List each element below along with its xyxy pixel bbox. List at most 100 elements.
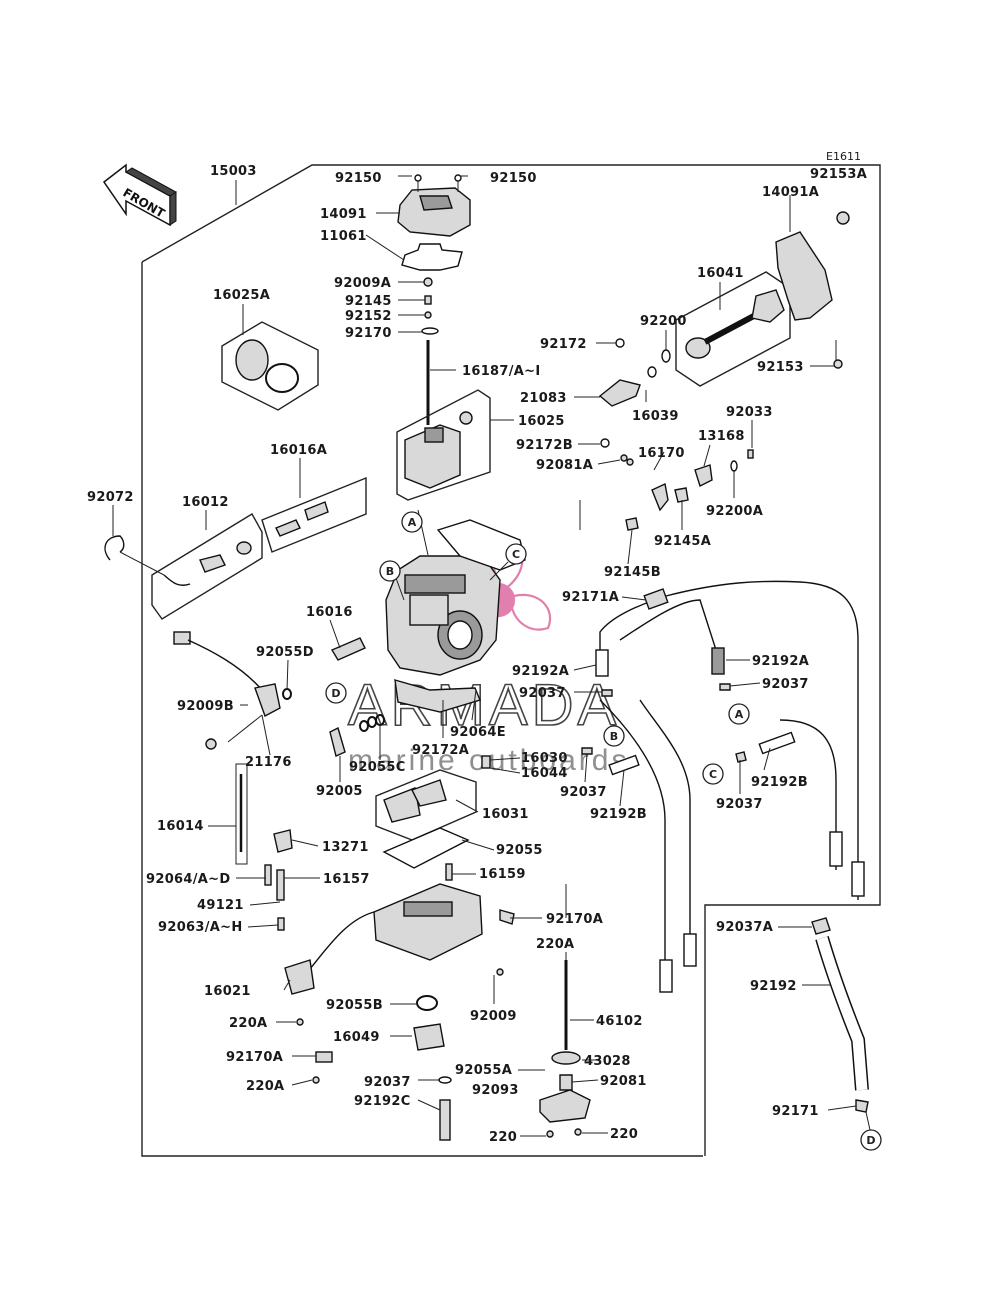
part-label: 92200 bbox=[640, 314, 687, 329]
part-label: 46102 bbox=[596, 1014, 643, 1029]
part-label: 92081 bbox=[600, 1074, 647, 1089]
part-label: 92055D bbox=[256, 645, 314, 660]
part-label: 92064/A~D bbox=[146, 872, 230, 887]
part-label: 92172 bbox=[540, 337, 587, 352]
part-label: 92005 bbox=[316, 784, 363, 799]
part-label: 92055 bbox=[496, 843, 543, 858]
part-label: 92009 bbox=[470, 1009, 517, 1024]
part-label: 13168 bbox=[698, 429, 745, 444]
part-label: 92153 bbox=[757, 360, 804, 375]
part-label: 43028 bbox=[584, 1054, 631, 1069]
svg-text:A: A bbox=[735, 708, 744, 721]
part-label: 92150 bbox=[490, 171, 537, 186]
part-label: 92171 bbox=[772, 1104, 819, 1119]
part-label: 92170 bbox=[345, 326, 392, 341]
callout-d-lower: D bbox=[860, 1129, 882, 1151]
part-label: 16031 bbox=[482, 807, 529, 822]
callout-b-lower: B bbox=[603, 725, 625, 747]
part-label: 92172B bbox=[516, 438, 573, 453]
svg-text:B: B bbox=[610, 730, 618, 743]
main-frame bbox=[141, 164, 881, 1157]
part-label: 92192A bbox=[512, 664, 569, 679]
callout-d-upper: D bbox=[325, 682, 347, 704]
part-label: 92009A bbox=[334, 276, 391, 291]
part-label: 92145 bbox=[345, 294, 392, 309]
part-label: 21176 bbox=[245, 755, 292, 770]
part-label: 92192 bbox=[750, 979, 797, 994]
part-label: 16041 bbox=[697, 266, 744, 281]
part-label: 92037 bbox=[762, 677, 809, 692]
callout-a-upper: A bbox=[401, 511, 423, 533]
part-label: 92055B bbox=[326, 998, 383, 1013]
leader-lines bbox=[112, 175, 871, 1137]
callout-c-lower: C bbox=[702, 763, 724, 785]
part-label: 92009B bbox=[177, 699, 234, 714]
callout-c-upper: C bbox=[505, 543, 527, 565]
part-label: 92192C bbox=[354, 1094, 411, 1109]
part-label: 16030 bbox=[521, 751, 568, 766]
part-label: 49121 bbox=[197, 898, 244, 913]
watermark-brand: ARMADA bbox=[348, 673, 620, 738]
part-label: 92192B bbox=[590, 807, 647, 822]
part-labels: 15003 92150 92150 92153A 14091 14091A 11… bbox=[87, 164, 867, 1145]
part-label: 92072 bbox=[87, 490, 134, 505]
front-arrow-icon: FRONT bbox=[102, 163, 177, 227]
part-label: 16025 bbox=[518, 414, 565, 429]
part-label: 92172A bbox=[412, 743, 469, 758]
part-label: 16014 bbox=[157, 819, 204, 834]
part-label: 92037 bbox=[519, 686, 566, 701]
part-label: 16039 bbox=[632, 409, 679, 424]
svg-text:D: D bbox=[866, 1134, 875, 1147]
part-label: 16044 bbox=[521, 766, 568, 781]
part-label: 92063/A~H bbox=[158, 920, 243, 935]
part-label: 92200A bbox=[706, 504, 763, 519]
part-label: 92055C bbox=[349, 760, 406, 775]
part-label: 220 bbox=[489, 1130, 517, 1145]
part-label: 16025A bbox=[213, 288, 270, 303]
part-label: 92037A bbox=[716, 920, 773, 935]
part-label: 16016A bbox=[270, 443, 327, 458]
part-label: 220 bbox=[610, 1127, 638, 1142]
part-label: 16016 bbox=[306, 605, 353, 620]
part-label: 16157 bbox=[323, 872, 370, 887]
part-label: 16021 bbox=[204, 984, 251, 999]
part-label: 92153A bbox=[810, 167, 867, 182]
part-label: 16049 bbox=[333, 1030, 380, 1045]
part-label: 92093 bbox=[472, 1083, 519, 1098]
part-label: 220A bbox=[246, 1079, 284, 1094]
part-drawings bbox=[104, 174, 869, 1141]
part-label: 16187/A~I bbox=[462, 364, 540, 379]
part-label: 14091 bbox=[320, 207, 367, 222]
part-label: 92037 bbox=[716, 797, 763, 812]
callout-a-lower: A bbox=[728, 703, 750, 725]
svg-text:D: D bbox=[331, 687, 340, 700]
part-label: 92064E bbox=[450, 725, 506, 740]
part-label: 92170A bbox=[226, 1050, 283, 1065]
part-label: 92055A bbox=[455, 1063, 512, 1078]
part-label: 92037 bbox=[560, 785, 607, 800]
part-label: 15003 bbox=[210, 164, 257, 179]
part-label: 11061 bbox=[320, 229, 367, 244]
part-label: 92192A bbox=[752, 654, 809, 669]
part-label: 92081A bbox=[536, 458, 593, 473]
part-label: 92152 bbox=[345, 309, 392, 324]
part-label: 92145A bbox=[654, 534, 711, 549]
part-label: 92150 bbox=[335, 171, 382, 186]
part-label: 16012 bbox=[182, 495, 229, 510]
part-label: 92145B bbox=[604, 565, 661, 580]
part-label: 16170 bbox=[638, 446, 685, 461]
svg-text:B: B bbox=[386, 565, 394, 578]
part-label: 14091A bbox=[762, 185, 819, 200]
part-label: 92171A bbox=[562, 590, 619, 605]
part-label: 92037 bbox=[364, 1075, 411, 1090]
part-label: 16159 bbox=[479, 867, 526, 882]
svg-text:C: C bbox=[709, 768, 717, 781]
part-label: 13271 bbox=[322, 840, 369, 855]
part-label: 220A bbox=[229, 1016, 267, 1031]
part-label: 92192B bbox=[751, 775, 808, 790]
diagram-code: E1611 bbox=[826, 150, 861, 163]
svg-text:C: C bbox=[512, 548, 520, 561]
part-label: 92170A bbox=[546, 912, 603, 927]
